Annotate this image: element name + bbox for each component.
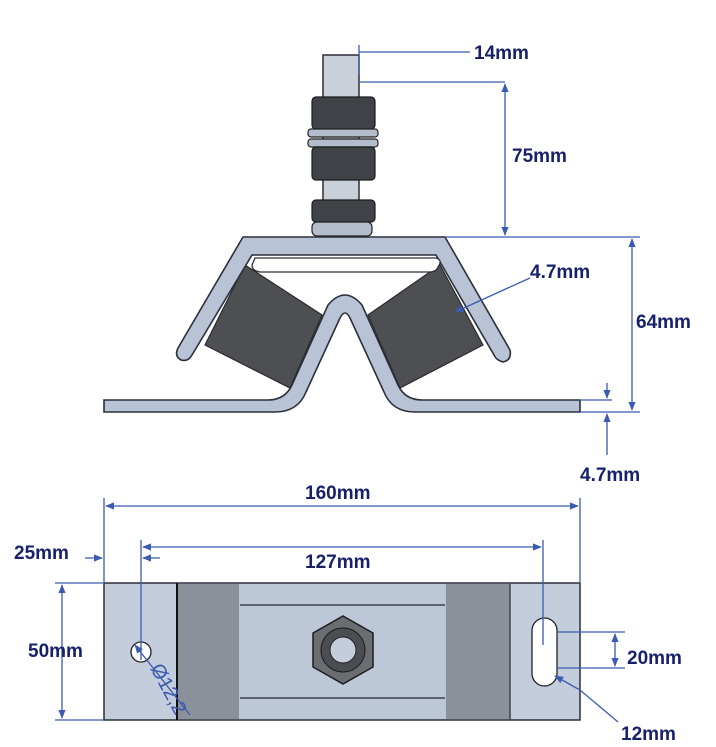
total-height-label: 64mm [636,312,691,333]
total-length-label: 160mm [305,483,371,504]
spring-washer [311,221,373,237]
width-label: 50mm [28,641,83,662]
base-thickness-label: 4.7mm [580,465,640,486]
side-dimensions [358,45,640,455]
bracket-side-right [446,584,510,719]
top-view [103,582,581,721]
hole-spacing-label: 127mm [305,552,371,573]
nut-bottom [311,199,376,223]
bracket-side-left [177,584,239,719]
slot-width-label: 12mm [621,724,676,745]
mount-slot [531,617,558,687]
bolt-height-label: 75mm [512,146,567,167]
slot-length-label: 20mm [627,648,682,669]
side-view [103,54,581,413]
bracket-window [251,257,441,273]
washer [307,128,379,138]
bolt-end [329,636,357,664]
washer [307,138,379,148]
top-dimensions [55,498,625,723]
nut-middle [311,146,376,181]
upper-bracket [175,236,512,363]
nut-top [311,96,376,130]
upper-thickness-label: 4.7mm [530,262,590,283]
hole-offset-label: 25mm [14,543,69,564]
bolt-diameter-label: 14mm [474,43,529,64]
